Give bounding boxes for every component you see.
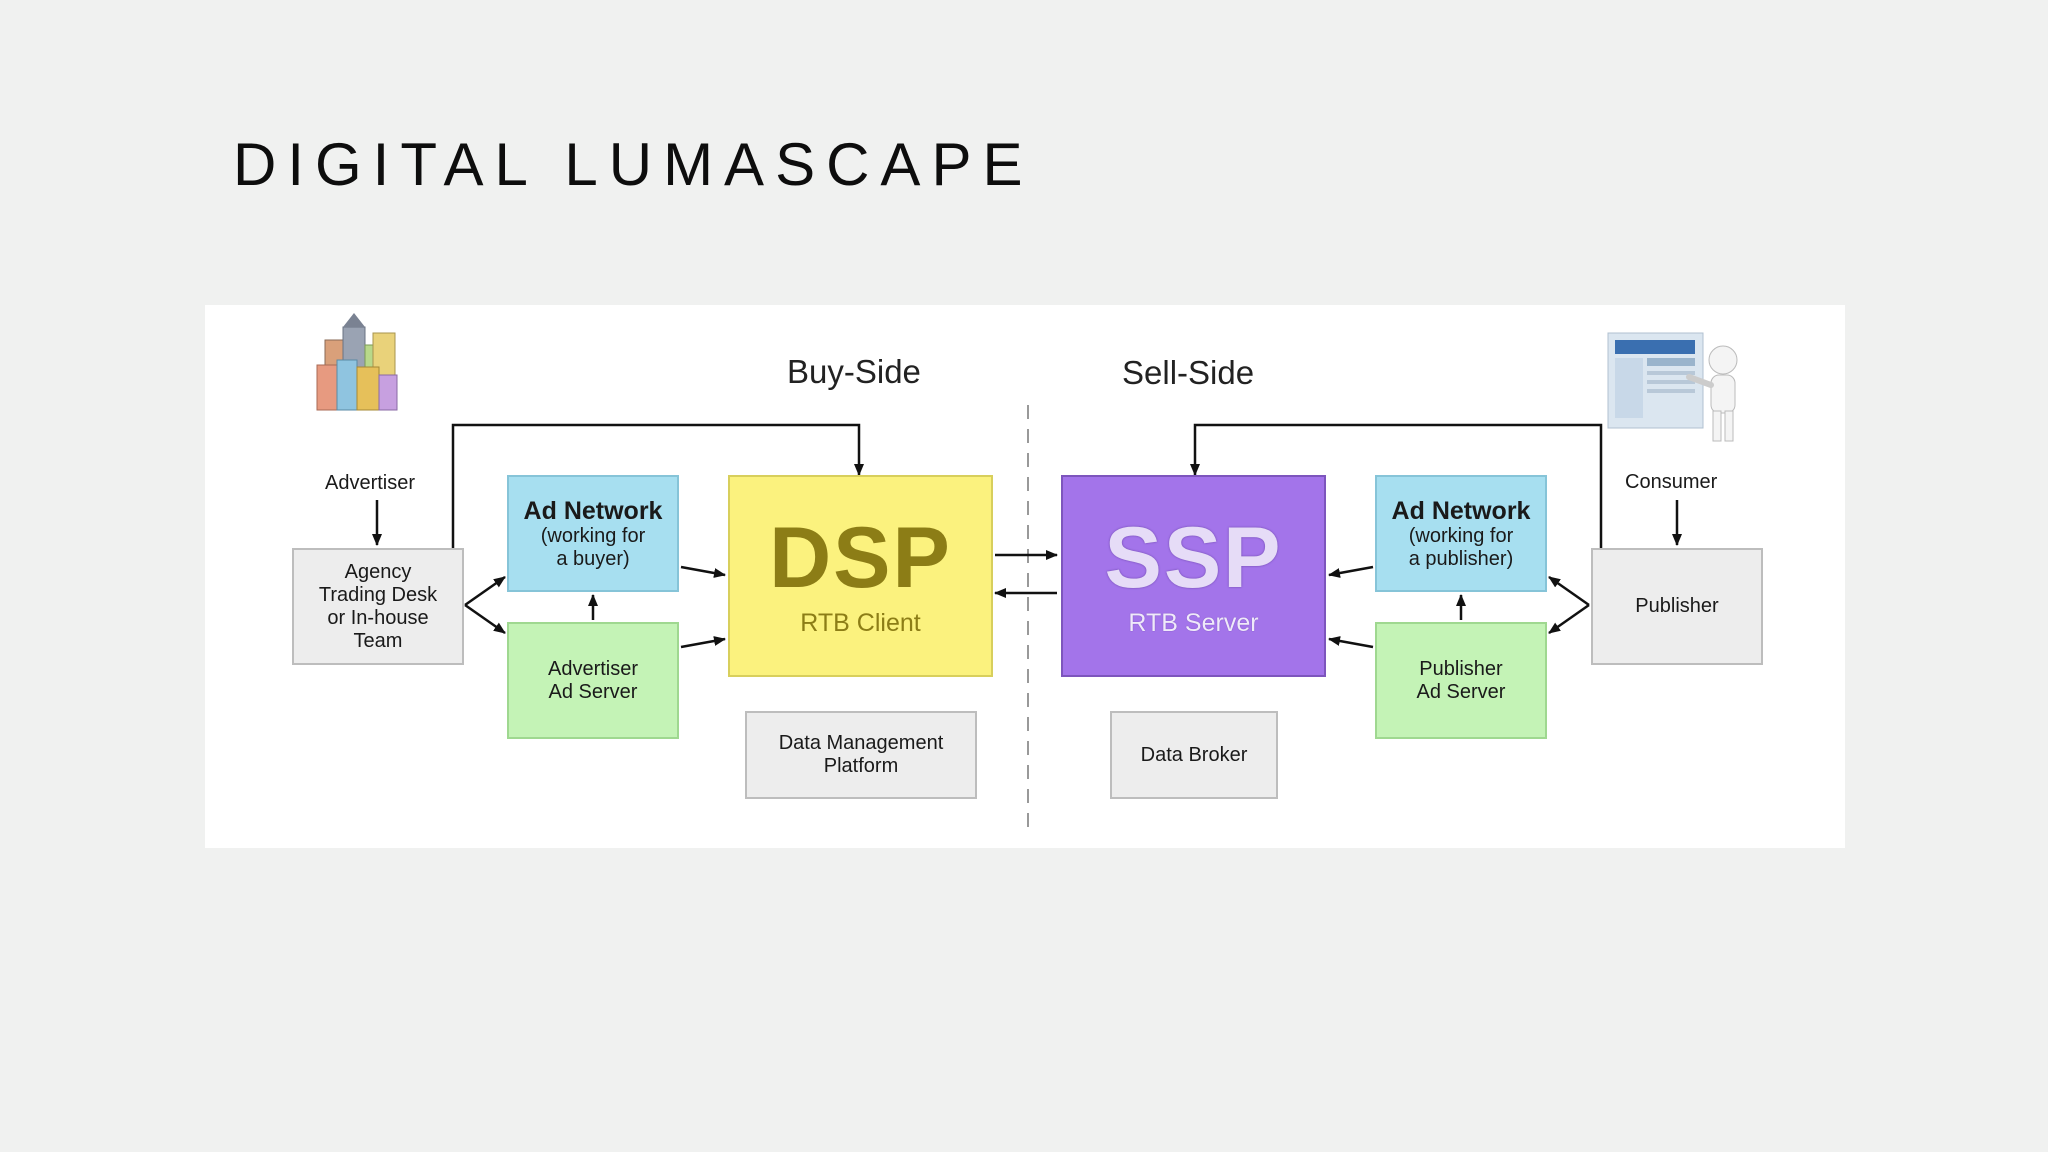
agency-box: Agency Trading Desk or In-house Team xyxy=(292,548,464,665)
ad-network-sell-title: Ad Network xyxy=(1391,496,1531,525)
consumer-label: Consumer xyxy=(1625,471,1718,493)
slide-title: DIGITAL LUMASCAPE xyxy=(233,131,1034,198)
ad-network-buy-title: Ad Network xyxy=(523,496,663,525)
advertiser-ad-server-box: Advertiser Ad Server xyxy=(507,622,679,739)
data-broker-label: Data Broker xyxy=(1140,743,1248,766)
city-buildings-icon xyxy=(316,313,398,411)
publisher-ad-server-box: Publisher Ad Server xyxy=(1375,622,1547,739)
dsp-box: DSP RTB Client xyxy=(728,475,993,677)
agency-line: or In-house xyxy=(327,606,429,629)
ad-network-buy-box: Ad Network (working for a buyer) xyxy=(507,475,679,592)
buy-side-label: Buy-Side xyxy=(787,353,921,390)
dsp-subtitle: RTB Client xyxy=(800,608,921,637)
ad-network-sell-line1: (working for xyxy=(1408,524,1514,547)
ssp-subtitle: RTB Server xyxy=(1128,608,1259,637)
ad-network-buy-line2: a buyer) xyxy=(556,547,630,570)
ssp-box: SSP RTB Server xyxy=(1061,475,1326,677)
rtb-diagram: Buy-Side Sell-Side Advertiser Consumer A… xyxy=(205,305,1845,848)
data-broker-box: Data Broker xyxy=(1110,711,1278,799)
dsp-title: DSP xyxy=(769,509,952,606)
connector-layer xyxy=(316,313,1738,830)
advertiser-ad-server-line: Advertiser xyxy=(547,657,639,680)
ssp-title: SSP xyxy=(1104,509,1283,606)
advertiser-ad-server-line: Ad Server xyxy=(548,680,638,703)
sell-side-label: Sell-Side xyxy=(1122,354,1255,391)
publisher-label: Publisher xyxy=(1635,595,1719,617)
agency-line: Trading Desk xyxy=(318,583,438,606)
agency-line: Agency xyxy=(344,560,412,583)
dmp-box: Data Management Platform xyxy=(745,711,977,799)
ad-network-sell-line2: a publisher) xyxy=(1408,547,1514,570)
publisher-ad-server-line: Ad Server xyxy=(1416,680,1506,703)
dmp-line: Platform xyxy=(823,755,899,777)
advertiser-label: Advertiser xyxy=(325,472,416,494)
agency-line: Team xyxy=(353,629,403,652)
dmp-line: Data Management xyxy=(778,732,944,754)
ad-network-sell-box: Ad Network (working for a publisher) xyxy=(1375,475,1547,592)
publisher-box: Publisher xyxy=(1591,548,1763,665)
consumer-figure-icon xyxy=(1607,332,1738,442)
publisher-ad-server-line: Publisher xyxy=(1419,657,1503,680)
ad-network-buy-line1: (working for xyxy=(540,524,646,547)
